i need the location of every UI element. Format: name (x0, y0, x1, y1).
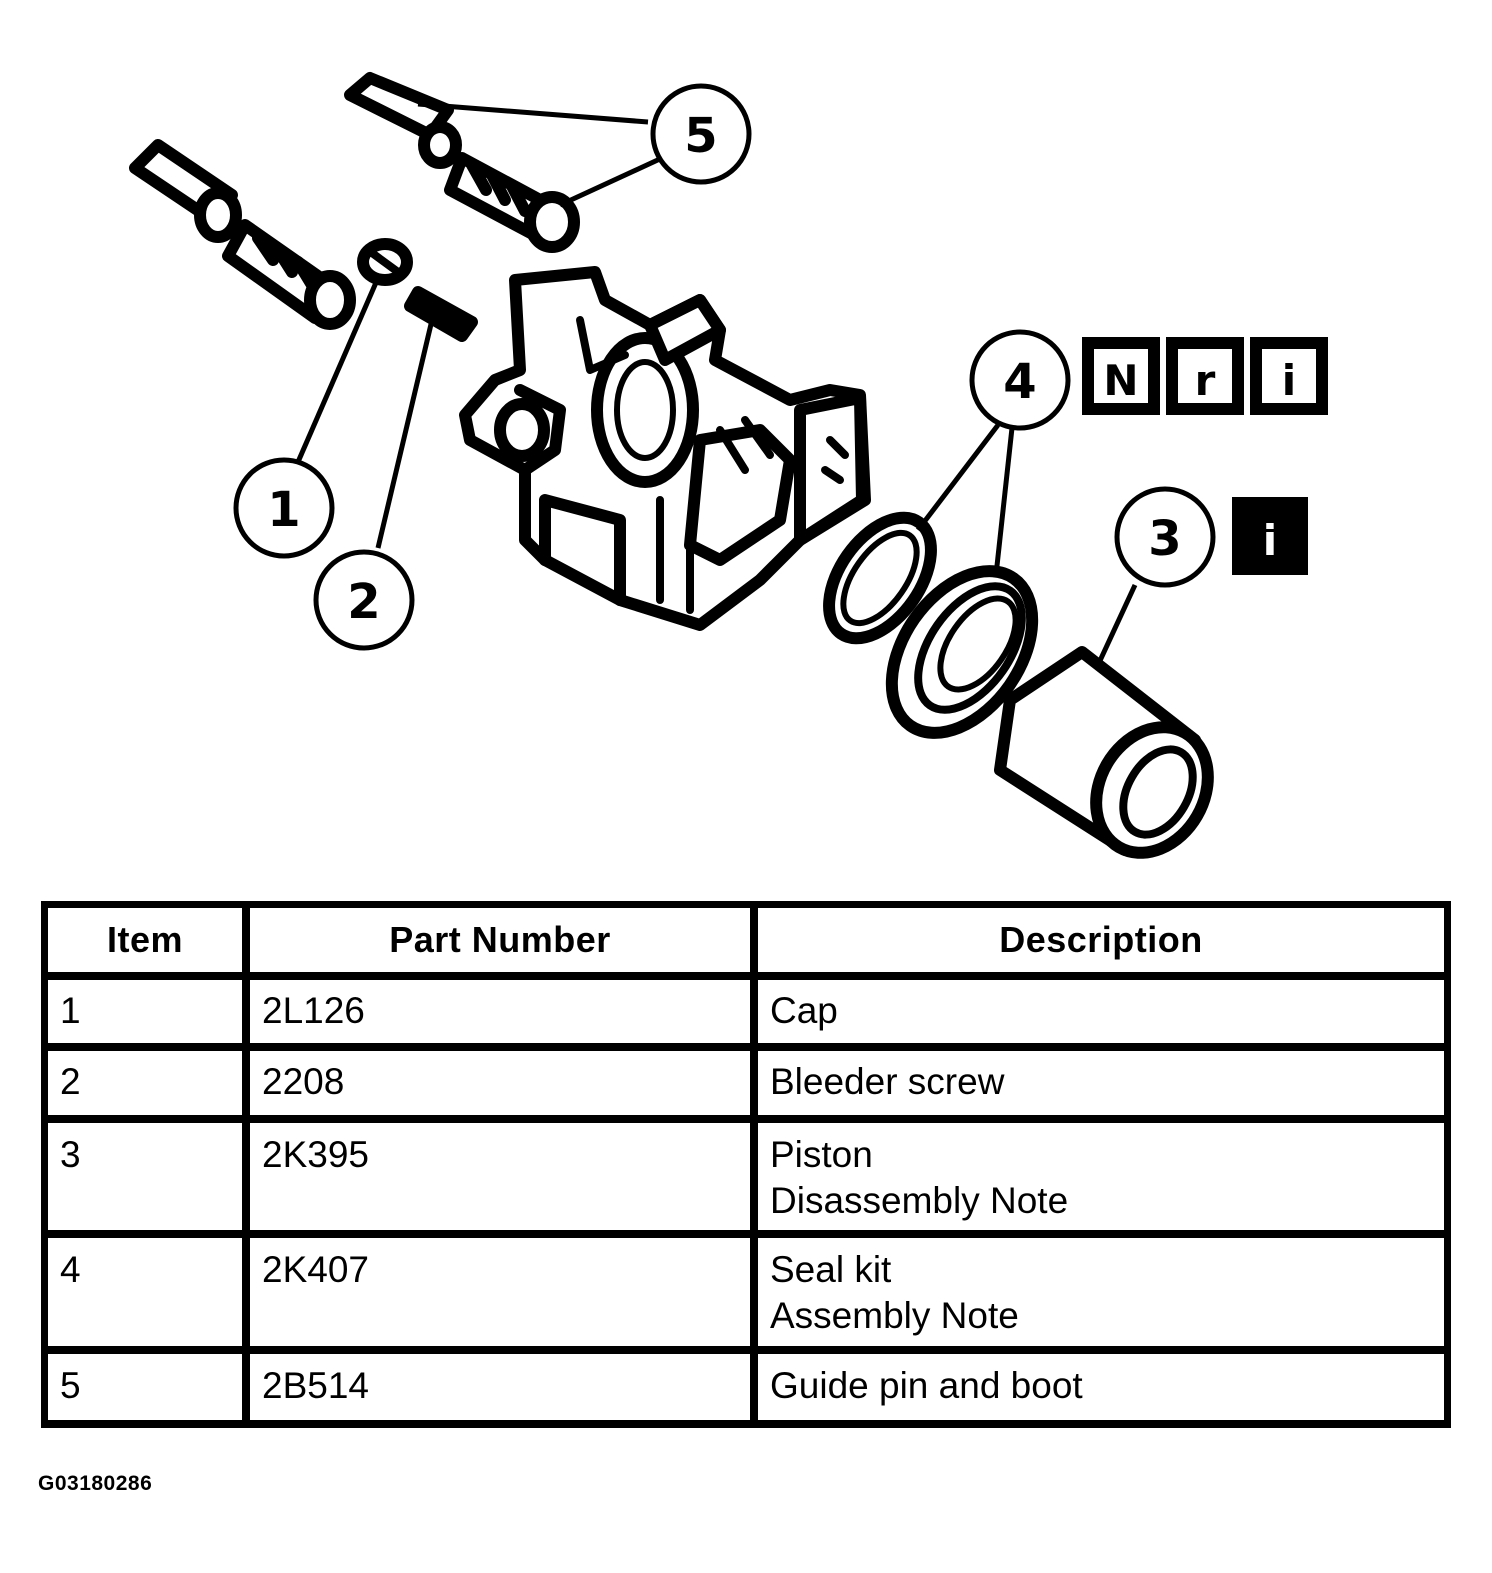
bleeder-screw-part (404, 286, 478, 342)
row-4-item: 4 (48, 1238, 242, 1346)
caliper-housing (459, 266, 871, 631)
row-5-part-number: 2B514 (250, 1354, 750, 1420)
guide-pin-left (129, 139, 356, 330)
badge-i-solid-box (1232, 497, 1308, 575)
row-2-item: 2 (48, 1051, 242, 1115)
callout-5-circle (650, 83, 752, 185)
row-3-part-number: 2K395 (250, 1123, 750, 1230)
callout-3-label: 3 (1148, 511, 1181, 567)
row-5-description: Guide pin and boot (758, 1354, 1444, 1420)
guide-pin-upper (344, 72, 580, 253)
piston-part (994, 646, 1214, 859)
row-3-description: Piston Disassembly Note (758, 1123, 1444, 1230)
cap-part (357, 238, 413, 286)
callout-2-circle (313, 549, 415, 651)
row-1-part-number: 2L126 (250, 980, 750, 1043)
note-badges-item-4: N r i (1082, 337, 1328, 415)
row-5-item: 5 (48, 1354, 242, 1420)
dust-boot (885, 565, 1039, 739)
row-1-item: 1 (48, 980, 242, 1043)
badge-n-label: N (1103, 356, 1138, 405)
header-description: Description (758, 908, 1444, 972)
badge-i-label: i (1282, 356, 1296, 405)
header-item: Item (48, 908, 242, 972)
note-badge-item-3: i (1232, 497, 1308, 575)
row-2-part-number: 2208 (250, 1051, 750, 1115)
callout-5-label: 5 (684, 108, 717, 164)
row-3-item: 3 (48, 1123, 242, 1230)
parts-table: Item Part Number Description 1 2L126 Cap… (41, 901, 1451, 1428)
header-part-number: Part Number (250, 908, 750, 972)
seal-ring (823, 511, 937, 645)
badge-r-label: r (1195, 356, 1216, 405)
badge-i-solid-label: i (1263, 516, 1277, 565)
caliper-exploded-diagram: 1 2 3 4 5 N r i i (129, 72, 1328, 859)
row-2-description: Bleeder screw (758, 1051, 1444, 1115)
callout-1-circle (233, 457, 335, 559)
callout-4-circle (969, 329, 1071, 431)
row-4-part-number: 2K407 (250, 1238, 750, 1346)
leader-lines (295, 101, 1138, 667)
callout-1-label: 1 (267, 482, 300, 538)
figure-code: G03180286 (38, 1472, 153, 1495)
row-4-description: Seal kit Assembly Note (758, 1238, 1444, 1346)
callout-4-label: 4 (1003, 354, 1036, 410)
callout-3-circle (1114, 486, 1216, 588)
row-1-description: Cap (758, 980, 1444, 1043)
callout-2-label: 2 (347, 574, 380, 630)
